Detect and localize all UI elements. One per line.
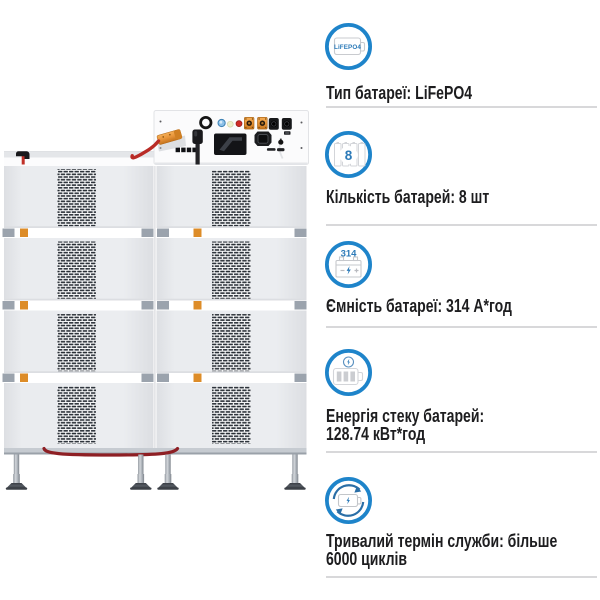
svg-text:314: 314 — [341, 249, 358, 260]
svg-text:8: 8 — [345, 148, 353, 163]
svg-text:LiFEPO4: LiFEPO4 — [334, 44, 361, 51]
